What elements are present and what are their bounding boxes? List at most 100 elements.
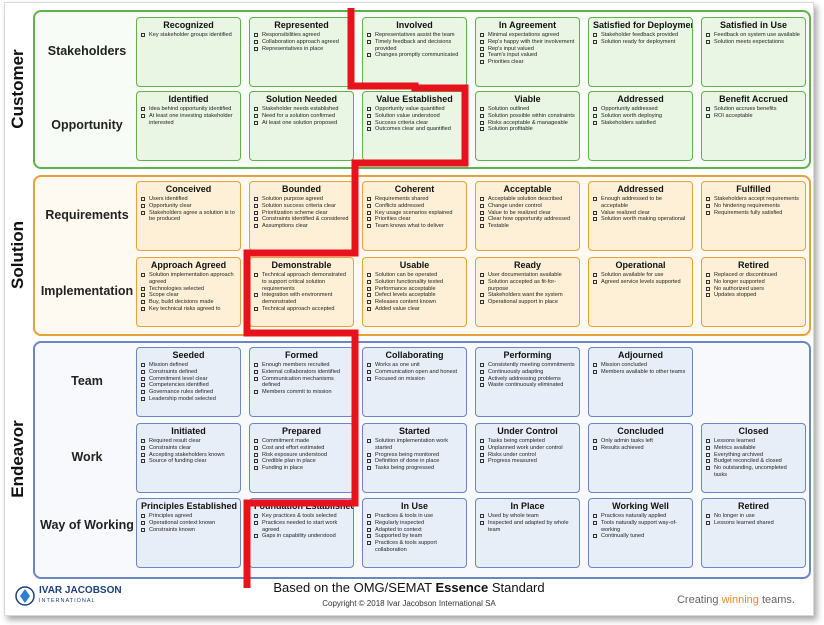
state-title: Addressed <box>617 184 664 194</box>
checklist-item: Progress measured <box>480 458 575 465</box>
checklist-item: User documentation available <box>480 272 575 279</box>
state-title: In Agreement <box>498 20 557 30</box>
checklist-item: Priorities clear <box>367 216 462 223</box>
checklist-item: Constraints identified & considered <box>254 216 349 223</box>
checklist-item: Everything archived <box>706 452 801 459</box>
checklist-item: Defect levels acceptable <box>367 292 462 299</box>
state-title: Principles Established <box>141 501 238 511</box>
checklist-item: Key practices & tools selected <box>254 513 349 520</box>
checklist-item: Conflicts addressed <box>367 203 462 210</box>
row-label: Way of Working <box>40 518 134 532</box>
state-title: Recognized <box>163 20 214 30</box>
checklist-item: Integration with environment demonstrate… <box>254 292 349 306</box>
checklist-item: Key usage scenarios explained <box>367 210 462 217</box>
checklist-item: Testable <box>480 223 575 230</box>
checklist-item: Solution implementation work started <box>367 438 462 452</box>
checklist-item: Lessons learned shared <box>706 520 801 527</box>
checklist-item: Practices naturally applied <box>593 513 688 520</box>
logo-subtitle: INTERNATIONAL <box>39 598 96 604</box>
checklist-item: Progress being monitored <box>367 452 462 459</box>
checklist-item: Metrics available <box>706 445 801 452</box>
checklist-item: Prioritization scheme clear <box>254 210 349 217</box>
checklist-item: Solution functionality tested <box>367 279 462 286</box>
checklist-item: Focused on mission <box>367 376 462 383</box>
checklist-item: Only admin tasks left <box>593 438 688 445</box>
state-title: Adjourned <box>618 350 663 360</box>
row-label: Implementation <box>40 284 134 298</box>
checklist-item: Solution outlined <box>480 106 575 113</box>
tagline-highlight: winning <box>721 594 759 606</box>
footer-title-suffix: Standard <box>488 580 545 595</box>
checklist-item: Unplanned work under control <box>480 445 575 452</box>
state-title: Collaborating <box>385 350 444 360</box>
checklist-item: Agreed service levels supported <box>593 279 688 286</box>
checklist-item: Credible plan in place <box>254 458 349 465</box>
state-title: Represented <box>274 20 329 30</box>
state-title: Performing <box>503 350 552 360</box>
checklist-item: Members available to other teams <box>593 369 688 376</box>
checklist-item: Enough addressed to be acceptable <box>593 196 688 210</box>
checklist-item: Operational context known <box>141 520 236 527</box>
checklist-item: Cost and effort estimated <box>254 445 349 452</box>
state-title: Formed <box>284 350 318 360</box>
state-title: Approach Agreed <box>150 260 227 270</box>
checklist-item: Solution success criteria clear <box>254 203 349 210</box>
progress-line <box>243 8 469 588</box>
copyright-text: Copyright © 2018 Ivar Jacobson Internati… <box>322 599 496 608</box>
checklist-item: Scope clear <box>141 292 236 299</box>
state-title: Bounded <box>282 184 321 194</box>
checklist-item: Risks acceptable & manageable <box>480 120 575 127</box>
checklist-item: Representatives assist the team <box>367 32 462 39</box>
state-title: Coherent <box>394 184 435 194</box>
tagline-part-3: teams. <box>758 594 795 606</box>
checklist-item: Principles agreed <box>141 513 236 520</box>
checklist-item: Inspected and adapted by whole team <box>480 520 575 534</box>
checklist-item: Actively addressing problems <box>480 376 575 383</box>
checklist-item: Constraints clear <box>141 445 236 452</box>
checklist-item: Clear how opportunity addressed <box>480 216 575 223</box>
logo-name: IVAR JACOBSON <box>39 585 122 596</box>
state-title: Viable <box>514 94 541 104</box>
checklist-item: Consistently meeting commitments <box>480 362 575 369</box>
checklist-item: External collaborators identified <box>254 369 349 376</box>
checklist-item: Practices & tools support collaboration <box>367 540 462 554</box>
state-title: Identified <box>168 94 209 104</box>
checklist-item: Tools naturally support way-of-working <box>593 520 688 534</box>
checklist-item: Timely feedback and decisions provided <box>367 39 462 53</box>
checklist-item: Stakeholders accept requirements <box>706 196 801 203</box>
checklist-item: Solution implementation approach agreed <box>141 272 236 286</box>
row-label: Requirements <box>45 208 129 222</box>
